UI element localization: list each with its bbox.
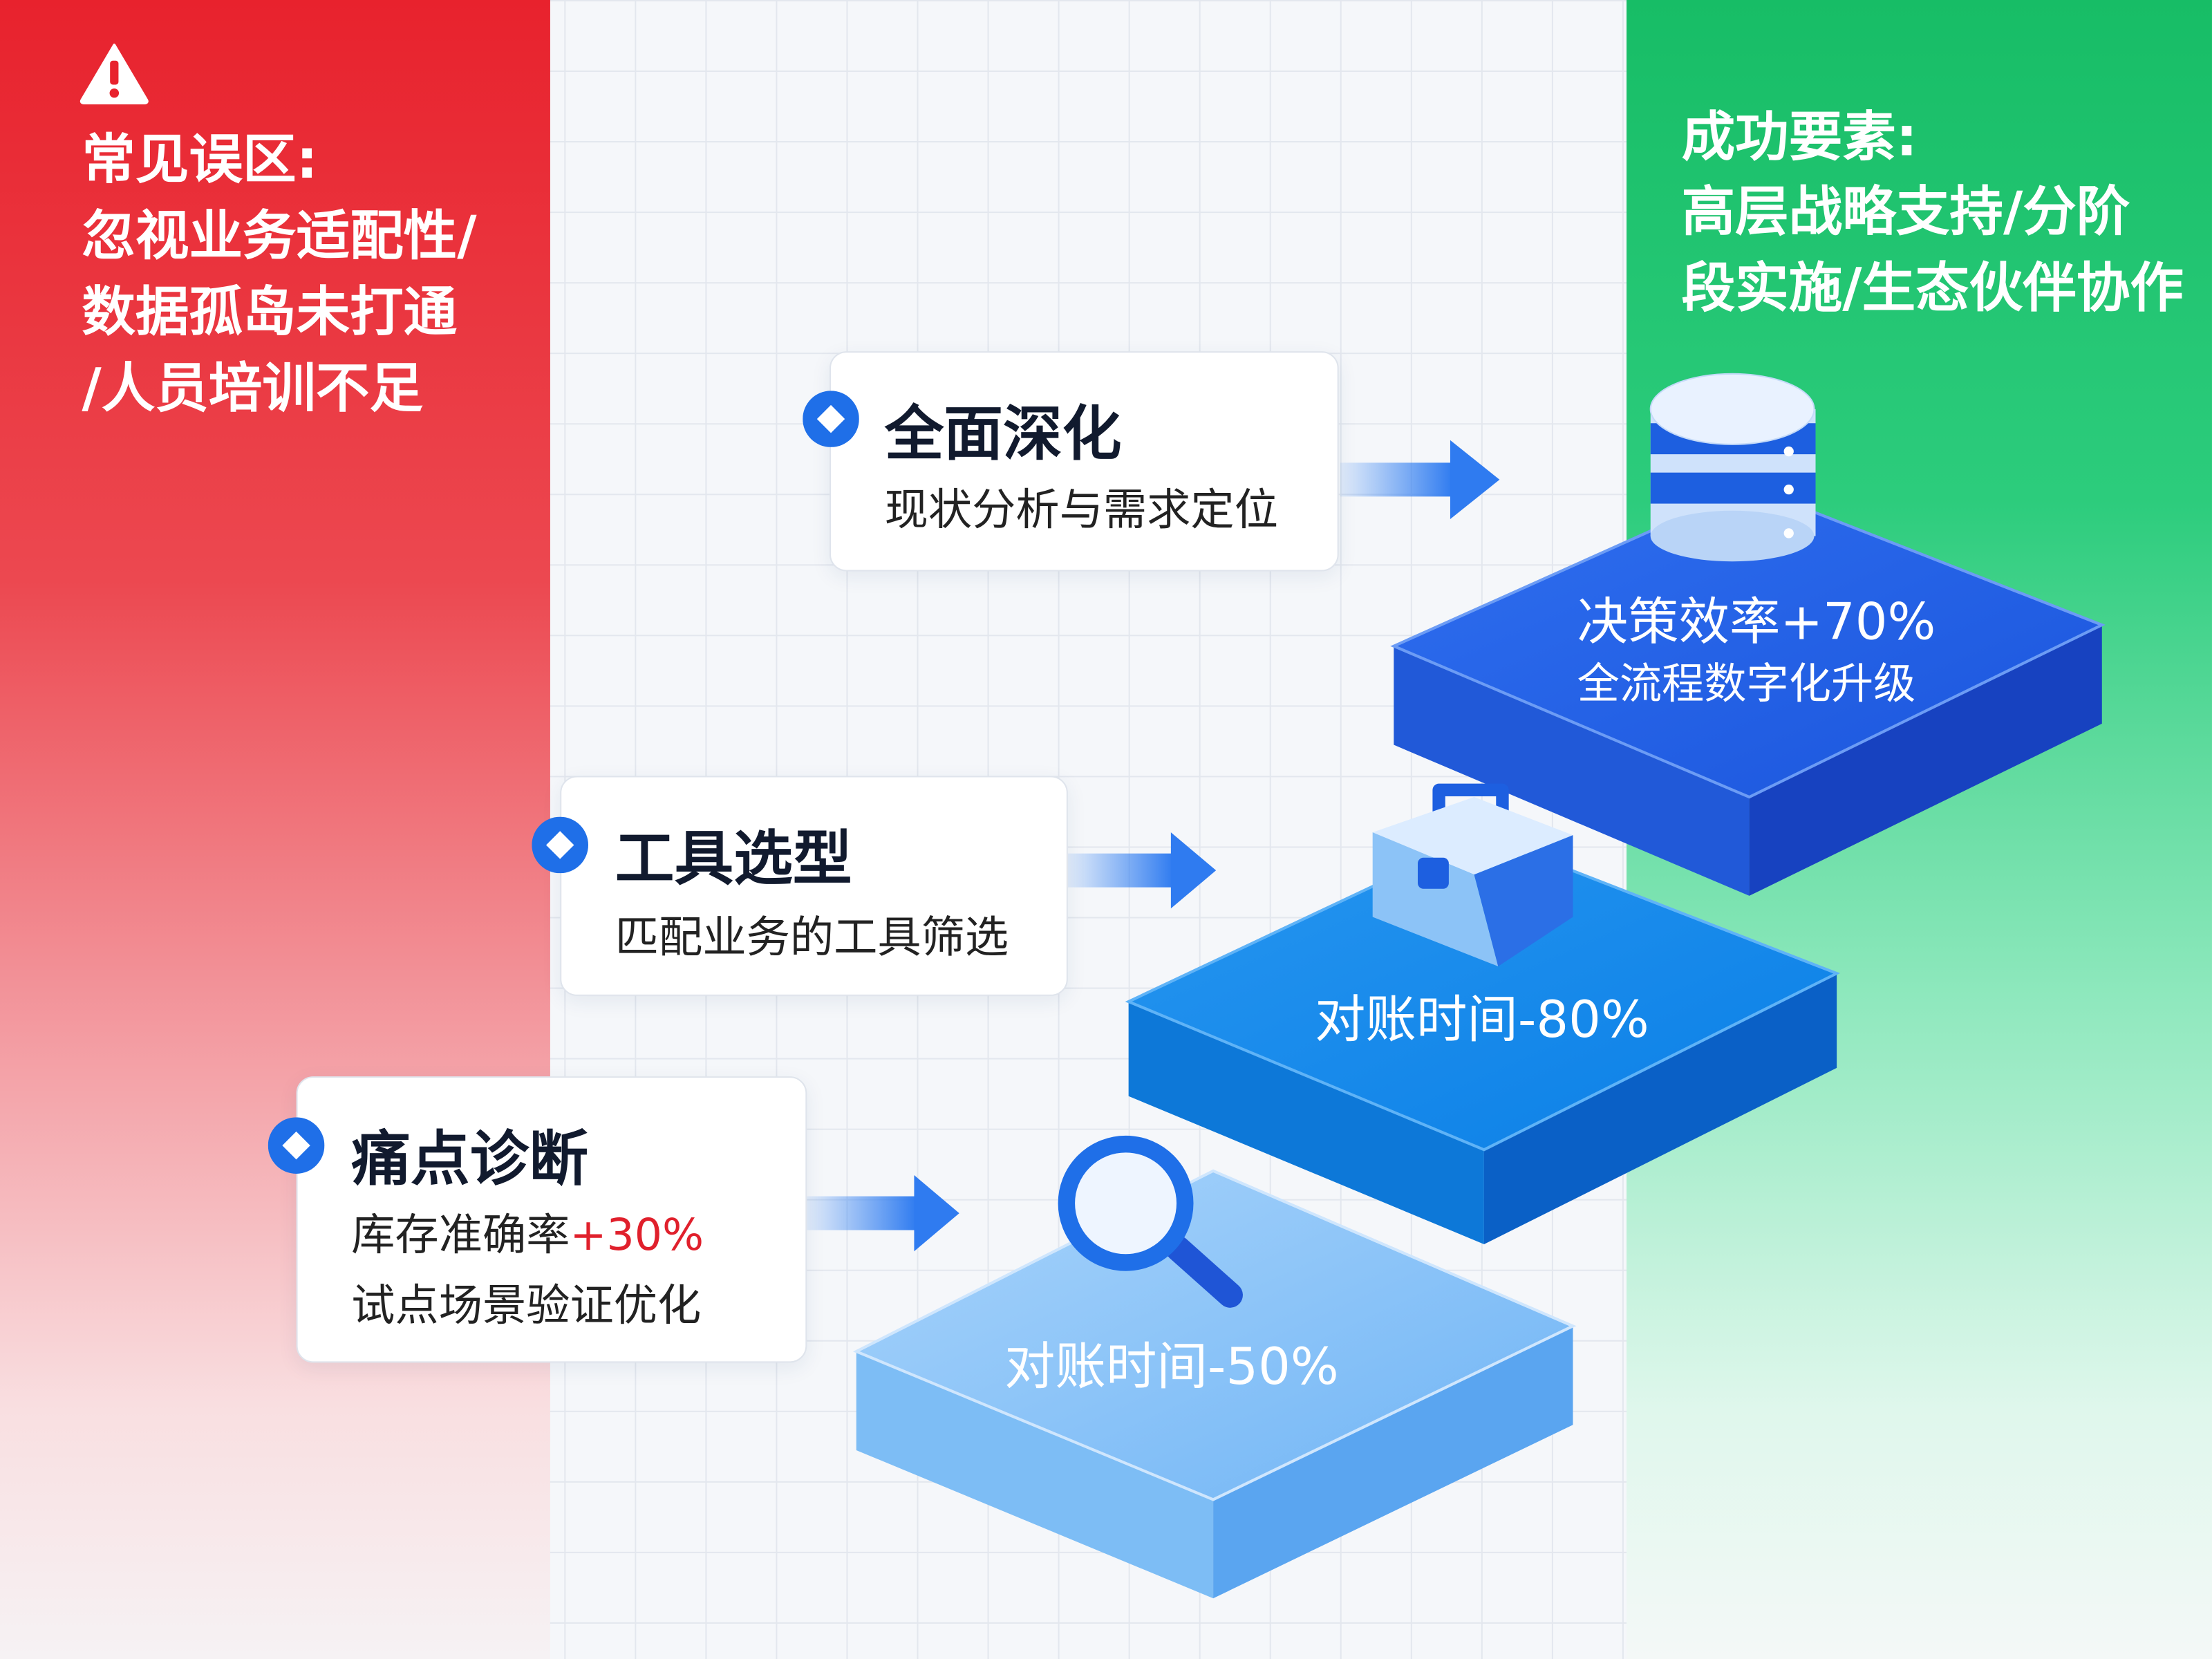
step-card-2: 工具选型 匹配业务的工具筛选 <box>560 776 1068 996</box>
platform-step-3 <box>1390 485 2106 896</box>
diamond-bullet-icon <box>268 1117 325 1174</box>
platform-label: 对账时间-80% <box>1315 991 1649 1050</box>
platform-label: 决策效率+70% <box>1577 594 1936 652</box>
platform-label: 对账时间-50% <box>1004 1338 1339 1397</box>
step-subtitle: 匹配业务的工具筛选 <box>615 912 1009 964</box>
platform-step-2 <box>1125 833 1841 1244</box>
pitfalls-panel: 常见误区: 忽视业务适配性/ 数据孤岛未打通 /人员培训不足 <box>0 0 550 1659</box>
step-subtitle: 库存准确率+30% <box>351 1199 704 1263</box>
step-title: 工具选型 <box>615 823 852 893</box>
diamond-bullet-icon <box>803 391 859 447</box>
pitfall-line: 数据孤岛未打通 <box>82 281 458 343</box>
pitfalls-heading: 常见误区: <box>82 128 318 191</box>
step-card-1: 痛点诊断 库存准确率+30% 试点场景验证优化 <box>296 1076 807 1363</box>
pitfall-line: /人员培训不足 <box>82 357 424 420</box>
database-icon <box>1649 373 1816 562</box>
success-heading: 成功要素: <box>1681 106 1918 168</box>
step-subtitle: 现状分析与需求定位 <box>884 485 1278 536</box>
warning-icon <box>79 44 149 105</box>
step-title: 全面深化 <box>884 399 1122 469</box>
step-title: 痛点诊断 <box>351 1124 589 1194</box>
arrow-icon <box>1067 832 1217 909</box>
pitfall-line: 忽视业务适配性/ <box>82 204 477 267</box>
step-card-3: 全面深化 现状分析与需求定位 <box>829 351 1339 572</box>
success-line: 段实施/生态伙伴协作 <box>1681 256 2184 319</box>
platform-step-1 <box>852 1169 1577 1599</box>
step-subtitle: 试点场景验证优化 <box>351 1281 702 1332</box>
metric-highlight: +30% <box>570 1210 704 1262</box>
arrow-icon <box>807 1174 959 1252</box>
toolbox-icon <box>1372 783 1573 966</box>
arrow-icon <box>1340 440 1500 520</box>
magnifier-icon <box>1058 1135 1243 1308</box>
success-line: 高层战略支持/分阶 <box>1681 180 2130 243</box>
platform-sublabel: 全流程数字化升级 <box>1577 660 1916 710</box>
metric-label: 库存准确率 <box>351 1210 570 1262</box>
diamond-bullet-icon <box>532 816 589 874</box>
